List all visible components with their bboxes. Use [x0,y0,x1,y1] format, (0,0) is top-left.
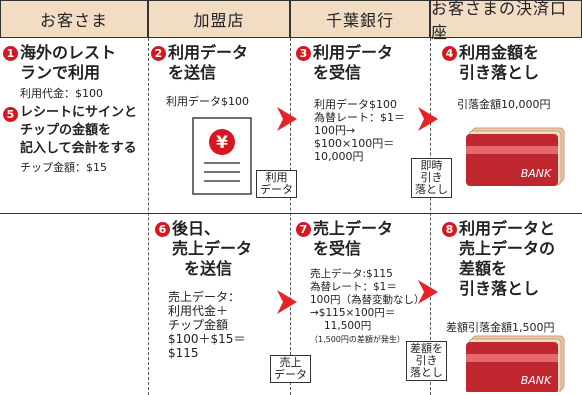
note-line: 11,500円 [324,320,372,332]
step-4: 4 利用金額を 引き落とし [442,43,539,83]
step-2-title: 利用データ [168,43,249,62]
note-line: 売上データ： [168,290,241,304]
note-tiny: （1,500円の差額が発生） [310,335,405,344]
step-7-title: 売上データ [313,219,394,238]
note-line: →$115×100円＝ [310,307,396,319]
arrow-right-icon [277,107,297,131]
card-text: BANK [521,167,552,180]
tag-line: 即時 [420,159,443,172]
step-4-title: 利用金額を [459,43,540,62]
tag-line: 引き [415,354,438,367]
receipt-icon: ¥ [192,117,252,195]
step-6-title: 後日、 [172,219,221,238]
step-3: 3 利用データ を受信 [296,43,393,83]
divider [148,38,149,395]
tag-line: データ [260,183,293,196]
step-number: 7 [296,222,311,237]
tag-immediate-debit: 即時 引き 落とし [411,158,452,198]
note-line: 売上データ:$115 [310,268,393,280]
header-account: お客さまの決済口座 [430,0,582,42]
step-5-note: チップ金額：$15 [20,161,107,174]
step-4-title-2: 引き落とし [459,63,540,82]
tag-usage-data: 利用 データ [256,170,297,198]
step-4-note: 引落金額10,000円 [457,98,551,111]
step-number: 3 [296,46,311,61]
note-line: $100×100円＝ [314,137,395,150]
note-line: 100円（為替変動なし） [310,294,425,306]
step-8: 8 利用データと 売上データの 差額を 引き落とし [442,219,555,299]
step-5-title-2: チップの金額を [20,123,112,138]
note-line: 利用代金＋ [168,304,229,318]
tag-line: 落とし [415,183,448,196]
header-customer: お客さま [0,0,148,38]
tag-line: 引き [420,171,443,184]
tag-line: 差額を [410,342,443,355]
step-7-notes: 売上データ:$115 為替レート：$1＝ 100円（為替変動なし） →$115×… [310,268,425,346]
arrow-right-icon [277,290,297,314]
step-6-title-3: を送信 [184,259,233,278]
note-line: 利用データ$100 [314,98,397,111]
step-7-title-2: を受信 [313,239,362,258]
divider [290,38,291,395]
header-merchant: 加盟店 [148,0,290,38]
note-line: 10,000円 [314,150,364,163]
note-line: 為替レート：$1＝ [314,111,405,124]
divider [430,38,431,395]
tag-sales-data: 売上 データ [270,355,311,383]
step-8-title-2: 売上データの [459,239,556,258]
step-8-title-4: 引き落とし [459,279,540,298]
step-5: 5 レシートにサインと チップの金額を 記入して会計をする [3,104,137,158]
step-number: 6 [155,222,170,237]
arrow-right-icon [418,280,438,304]
row-divider [0,213,582,214]
note-line: チップ金額 [168,318,229,332]
step-1-title-2: ランで利用 [20,63,101,82]
step-3-notes: 利用データ$100 為替レート：$1＝ 100円→ $100×100円＝ 10,… [314,98,405,163]
step-number: 4 [442,46,457,61]
note-line: 100円→ [314,124,356,137]
bank-card-icon: BANK [466,127,565,186]
step-number: 5 [3,107,18,122]
tag-line: 利用 [265,171,288,184]
card-text: BANK [521,374,552,387]
step-8-title-3: 差額を [459,259,508,278]
step-8-note: 差額引落金額1,500円 [446,321,555,334]
step-6: 6 後日、 売上データ を送信 [155,219,252,279]
tag-line: データ [274,368,307,381]
bank-card-icon: BANK [466,335,565,392]
arrow-right-icon [418,107,438,131]
note-line: $115 [168,346,199,360]
step-6-notes: 売上データ： 利用代金＋ チップ金額 $100＋$15＝ $115 [168,290,245,360]
step-2-note: 利用データ$100 [166,95,249,108]
step-6-title-2: 売上データ [172,239,253,258]
tag-difference-debit: 差額を 引き 落とし [406,341,447,381]
yen-symbol: ¥ [216,133,228,153]
tag-line: 売上 [279,356,302,369]
step-3-title-2: を受信 [313,63,362,82]
step-number: 2 [151,46,166,61]
step-2: 2 利用データ を送信 [151,43,248,83]
step-number: 8 [442,222,457,237]
step-5-title-3: 記入して会計をする [20,141,137,156]
step-2-title-2: を送信 [168,63,217,82]
step-8-title: 利用データと [459,219,556,238]
note-line: 為替レート：$1＝ [310,281,397,293]
step-5-title: レシートにサインと [20,105,138,120]
step-number: 1 [3,46,18,61]
note-line: $100＋$15＝ [168,332,246,346]
step-1-title: 海外のレスト [20,43,117,62]
step-1: 1 海外のレスト ランで利用 [3,43,116,83]
step-7: 7 売上データ を受信 [296,219,393,259]
step-3-title: 利用データ [313,43,394,62]
step-1-note: 利用代金：$100 [20,87,103,100]
header-bank: 千葉銀行 [290,0,430,38]
tag-line: 落とし [410,366,443,379]
